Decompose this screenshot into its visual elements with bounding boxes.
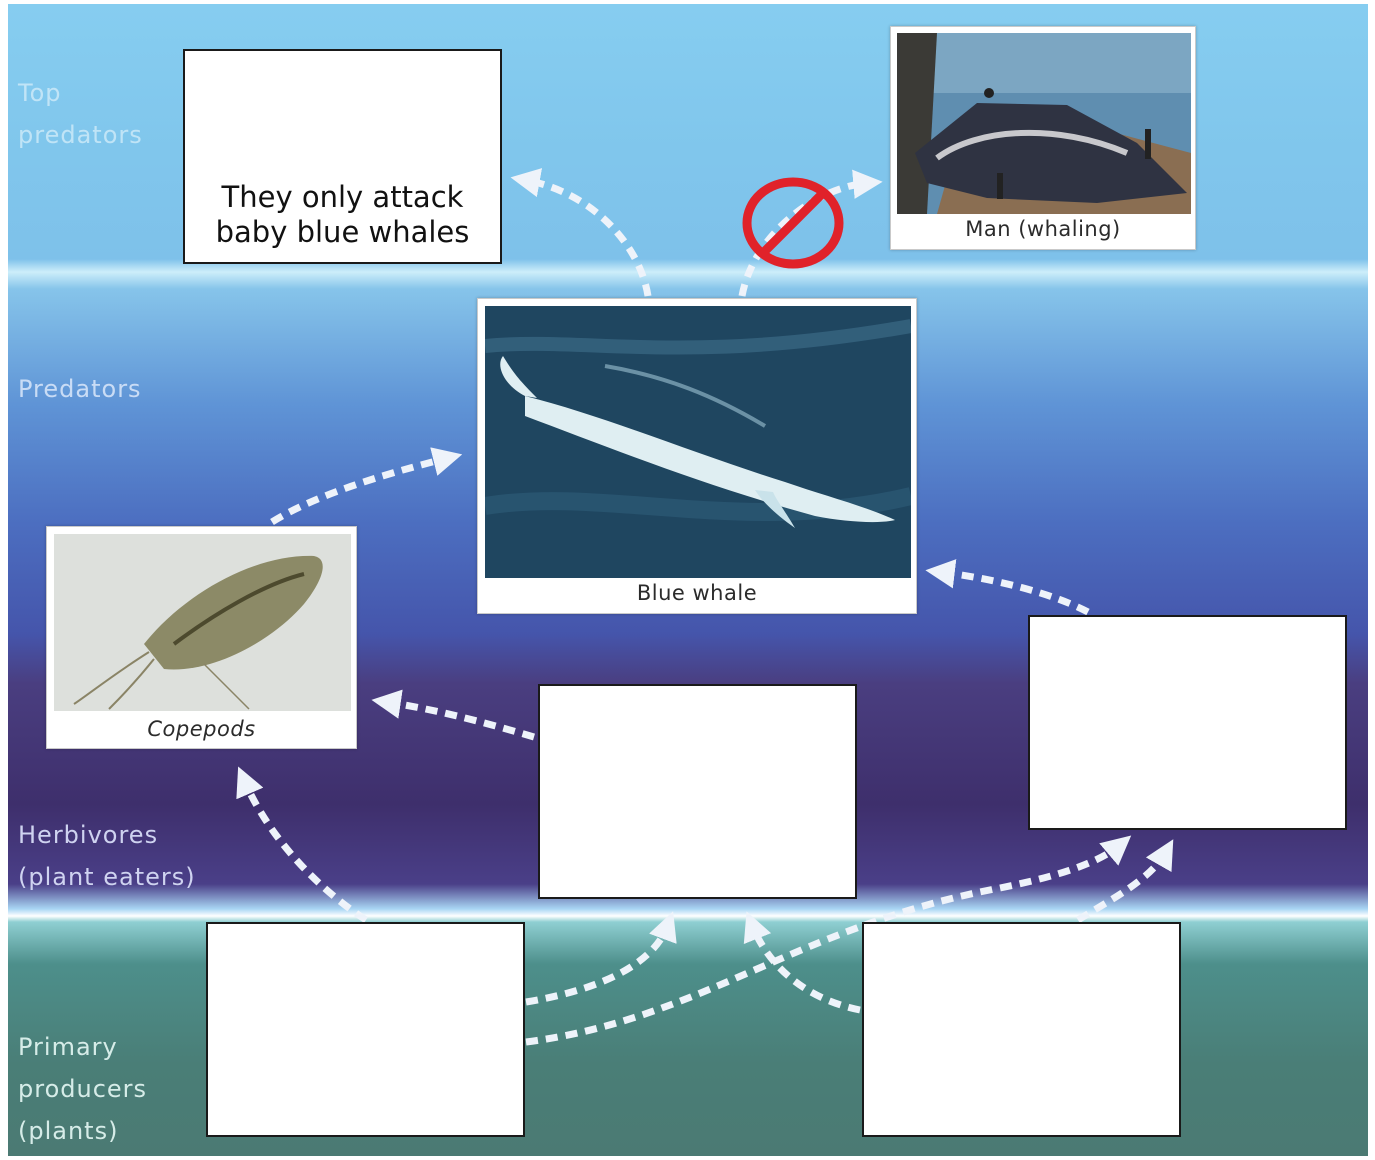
copepod-photo-icon [54,534,351,711]
arrow-copepods-to-whale [272,458,448,522]
card-man-whaling: Man (whaling) [890,26,1196,250]
card-blue-whale: Blue whale [477,298,917,614]
arrow-whale-to-killer [525,180,648,296]
answer-box-producer-left [206,922,525,1137]
answer-box-producer-right [862,922,1181,1137]
arrow-phyto-to-copepods [244,780,366,920]
killer-whale-note: They only attack baby blue whales [185,180,500,250]
caption-man: Man (whaling) [891,217,1195,241]
caption-blue-whale: Blue whale [478,581,916,605]
arrow-mid-to-copepods [386,702,534,737]
arrow-phyto-to-mid [526,925,668,1002]
answer-box-herbivore-right [1028,615,1347,830]
no-sign-icon [740,175,846,271]
arrow-br-to-mid [752,925,860,1010]
arrow-krill-to-whale [940,572,1088,612]
answer-box-top-predator: They only attack baby blue whales [183,49,502,264]
whaling-photo-icon [897,33,1191,214]
answer-box-herbivore-middle [538,684,857,899]
caption-copepods: Copepods [47,717,356,741]
arrow-br-to-krill [1078,852,1166,920]
card-copepods: Copepods [46,526,357,749]
blue-whale-photo-icon [485,306,911,578]
